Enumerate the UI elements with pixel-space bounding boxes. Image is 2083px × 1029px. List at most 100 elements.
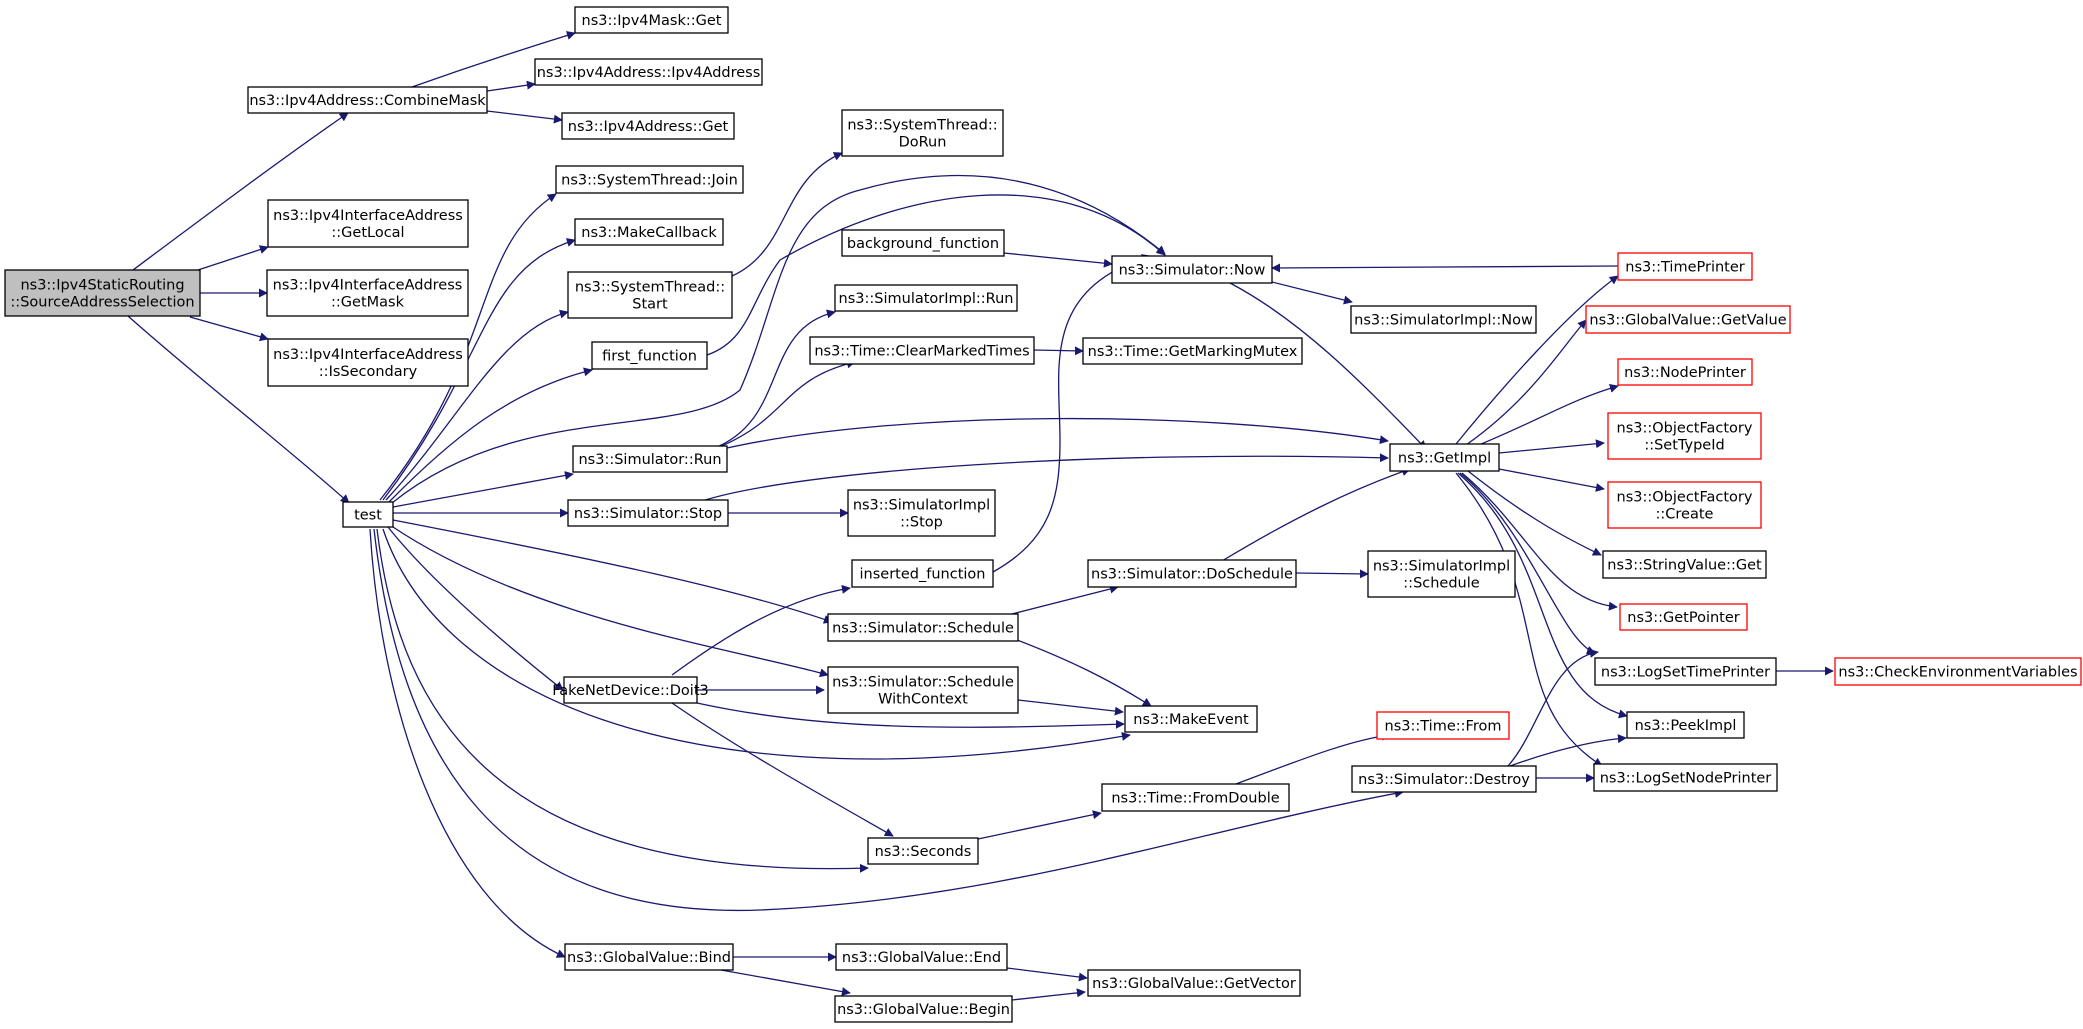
edge-getimpl-getvalue xyxy=(1465,319,1587,446)
node-label: ::GetMask xyxy=(331,295,405,311)
node-box xyxy=(841,229,1005,257)
node-simimpl-now[interactable]: ns3::SimulatorImpl::Now xyxy=(1350,305,1537,334)
node-label: ::IsSecondary xyxy=(319,364,418,380)
node-simimpl-schedule[interactable]: ns3::SimulatorImpl::Schedule xyxy=(1367,550,1516,598)
edge-test-schedule xyxy=(392,519,833,624)
node-label: Start xyxy=(632,297,668,313)
node-ipv4mask-get[interactable]: ns3::Ipv4Mask::Get xyxy=(574,6,729,34)
node-thread-join[interactable]: ns3::SystemThread::Join xyxy=(555,165,744,194)
node-get-marking-mutex[interactable]: ns3::Time::GetMarkingMutex xyxy=(1082,337,1303,365)
edge-test-gvbind xyxy=(369,528,566,958)
node-peekimpl[interactable]: ns3::PeekImpl xyxy=(1626,711,1745,739)
node-first-function[interactable]: first_function xyxy=(591,341,708,370)
node-sim-now[interactable]: ns3::Simulator::Now xyxy=(1111,255,1273,284)
node-check-env[interactable]: ns3::CheckEnvironmentVariables xyxy=(1834,657,2082,686)
node-label: ns3::Ipv4Address::Get xyxy=(568,119,729,135)
node-box xyxy=(574,6,729,34)
node-ipv4address-ctor[interactable]: ns3::Ipv4Address::Ipv4Address xyxy=(534,58,763,86)
node-thread-dorun[interactable]: ns3::SystemThread::DoRun xyxy=(841,109,1004,157)
node-gv-getvector[interactable]: ns3::GlobalValue::GetVector xyxy=(1087,969,1301,997)
node-simimpl-run[interactable]: ns3::SimulatorImpl::Run xyxy=(834,284,1018,312)
node-label: ::SourceAddressSelection xyxy=(10,295,194,311)
node-box xyxy=(1389,443,1500,472)
node-of-create[interactable]: ns3::ObjectFactory::Create xyxy=(1607,481,1762,529)
node-box xyxy=(1367,550,1516,598)
edge-schedule-doschedule xyxy=(1011,584,1119,615)
node-box xyxy=(835,943,1008,971)
node-sim-destroy[interactable]: ns3::Simulator::Destroy xyxy=(1351,765,1537,793)
edge-getimpl-logsetnodeprinter xyxy=(1455,472,1603,767)
node-timeprinter[interactable]: ns3::TimePrinter xyxy=(1617,252,1753,281)
node-label: ns3::MakeEvent xyxy=(1133,712,1249,728)
node-box xyxy=(1350,305,1537,334)
node-box xyxy=(1376,711,1510,740)
node-fake-doit3[interactable]: FakeNetDevice::Doit3 xyxy=(552,676,709,704)
node-label: ns3::Ipv4InterfaceAddress xyxy=(273,208,463,224)
node-combine-mask[interactable]: ns3::Ipv4Address::CombineMask xyxy=(247,86,488,114)
node-root[interactable]: ns3::Ipv4StaticRouting::SourceAddressSel… xyxy=(4,269,201,317)
node-seconds[interactable]: ns3::Seconds xyxy=(867,837,979,865)
edge-combinemask-ipv4maskget xyxy=(411,31,576,88)
node-getpointer[interactable]: ns3::GetPointer xyxy=(1619,603,1748,631)
node-thread-start[interactable]: ns3::SystemThread::Start xyxy=(567,271,733,319)
node-box xyxy=(841,109,1004,157)
edge-getimpl-stringvalue xyxy=(1467,470,1602,556)
node-time-fromdouble[interactable]: ns3::Time::FromDouble xyxy=(1101,783,1290,812)
node-getmask[interactable]: ns3::Ipv4InterfaceAddress::GetMask xyxy=(266,269,469,317)
node-label: ::GetLocal xyxy=(331,225,404,241)
node-sim-schedule[interactable]: ns3::Simulator::Schedule xyxy=(827,613,1019,642)
node-sim-stop[interactable]: ns3::Simulator::Stop xyxy=(567,499,729,527)
node-issecondary[interactable]: ns3::Ipv4InterfaceAddress::IsSecondary xyxy=(267,338,469,387)
node-label: test xyxy=(354,508,382,524)
node-box xyxy=(809,336,1035,365)
node-background-function[interactable]: background_function xyxy=(841,229,1005,257)
node-box xyxy=(1617,358,1753,386)
node-box xyxy=(574,218,724,246)
node-box xyxy=(1593,763,1778,792)
node-ipv4address-get[interactable]: ns3::Ipv4Address::Get xyxy=(561,112,735,140)
edge-getimpl-logsettimeprinter xyxy=(1459,472,1596,655)
node-time-from[interactable]: ns3::Time::From xyxy=(1376,711,1510,740)
edge-clearmarked-mutex xyxy=(1033,346,1084,356)
node-gv-getvalue[interactable]: ns3::GlobalValue::GetValue xyxy=(1585,305,1791,334)
node-box xyxy=(827,613,1019,642)
node-sim-run[interactable]: ns3::Simulator::Run xyxy=(572,445,728,473)
edge-test-destroy xyxy=(373,528,1404,912)
node-label: ::Schedule xyxy=(1403,576,1479,592)
node-label: ns3::SimulatorImpl::Now xyxy=(1354,313,1533,329)
node-label: ns3::Ipv4InterfaceAddress xyxy=(273,347,463,363)
node-test[interactable]: test xyxy=(342,501,394,528)
node-stringvalue-get[interactable]: ns3::StringValue::Get xyxy=(1602,550,1767,579)
edge-getimpl-getpointer xyxy=(1461,472,1618,611)
node-sim-doschedule[interactable]: ns3::Simulator::DoSchedule xyxy=(1087,559,1297,588)
node-label: ns3::Simulator::Now xyxy=(1119,263,1266,279)
edge-test-start xyxy=(385,309,569,501)
node-logsetnodeprinter[interactable]: ns3::LogSetNodePrinter xyxy=(1593,763,1778,792)
node-getimpl[interactable]: ns3::GetImpl xyxy=(1389,443,1500,472)
node-getlocal[interactable]: ns3::Ipv4InterfaceAddress::GetLocal xyxy=(267,199,469,248)
edge-fromdouble-timefrom xyxy=(1235,731,1391,785)
node-label: ns3::Simulator::Run xyxy=(578,452,721,468)
edge-doit3-seconds xyxy=(671,702,894,837)
node-of-settypeid[interactable]: ns3::ObjectFactory::SetTypeId xyxy=(1607,412,1762,460)
edge-test-seconds xyxy=(376,528,869,873)
node-gv-end[interactable]: ns3::GlobalValue::End xyxy=(835,943,1008,971)
node-box xyxy=(1607,481,1762,529)
node-inserted-function[interactable]: inserted_function xyxy=(851,559,994,588)
node-clear-marked-times[interactable]: ns3::Time::ClearMarkedTimes xyxy=(809,336,1035,365)
node-label: ns3::CheckEnvironmentVariables xyxy=(1838,665,2077,681)
node-gv-bind[interactable]: ns3::GlobalValue::Bind xyxy=(564,943,734,971)
node-logsettimeprinter[interactable]: ns3::LogSetTimePrinter xyxy=(1594,657,1777,686)
node-makecallback[interactable]: ns3::MakeCallback xyxy=(574,218,724,246)
node-simimpl-stop[interactable]: ns3::SimulatorImpl::Stop xyxy=(847,489,996,537)
node-label: inserted_function xyxy=(860,567,986,583)
edge-root-getlocal xyxy=(197,245,269,271)
edge-test-first xyxy=(388,367,593,503)
node-box xyxy=(555,165,744,194)
node-gv-begin[interactable]: ns3::GlobalValue::Begin xyxy=(834,995,1013,1023)
node-label: ns3::ObjectFactory xyxy=(1617,490,1753,506)
node-nodeprinter[interactable]: ns3::NodePrinter xyxy=(1617,358,1753,386)
node-make-event[interactable]: ns3::MakeEvent xyxy=(1124,705,1258,733)
edge-combinemask-ipv4addrget xyxy=(486,110,563,124)
